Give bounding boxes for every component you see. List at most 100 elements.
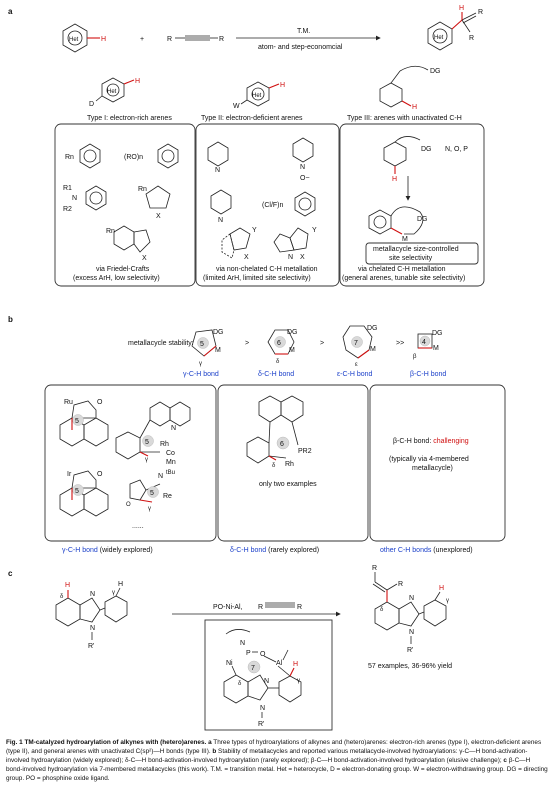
svg-text:6: 6 — [280, 441, 284, 448]
svg-text:N: N — [409, 595, 414, 602]
svg-text:N: N — [409, 629, 414, 636]
svg-text:R1: R1 — [63, 185, 72, 192]
mc-note-box — [365, 242, 479, 265]
svg-text:R: R — [258, 604, 263, 611]
svg-text:Rn: Rn — [65, 154, 74, 161]
svg-text:PR2: PR2 — [298, 448, 312, 455]
svg-text:R: R — [478, 9, 483, 16]
svg-text:N: N — [90, 625, 95, 632]
svg-text:N: N — [240, 640, 245, 647]
ring5-gamma: 5 DG M γ — [191, 329, 224, 367]
yield-result: 57 examples, 36-96% yield — [368, 663, 452, 670]
svg-text:X: X — [142, 255, 147, 262]
svg-text:δ: δ — [60, 594, 64, 600]
svg-text:γ: γ — [145, 457, 148, 463]
svg-text:Het: Het — [107, 89, 117, 95]
svg-text:H: H — [412, 104, 417, 111]
svg-text:7: 7 — [354, 340, 358, 347]
type3-structures: DG N, O, P H DG M — [368, 136, 468, 243]
svg-text:Mn: Mn — [166, 459, 176, 466]
benzimidazole-product: R R H γ δ N N R' — [372, 565, 449, 654]
panel-a-label: a — [8, 7, 13, 16]
svg-text:γ: γ — [446, 598, 449, 604]
svg-text:DG: DG — [421, 146, 432, 153]
svg-text:N: N — [158, 473, 163, 480]
figure-caption: Fig. 1 TM-catalyzed hydroarylation of al… — [6, 739, 548, 782]
type1-structures: Rn (RO)n R1 N R2 Rn X Rn X — [63, 143, 179, 262]
ir-complex: 5 Ir O — [59, 470, 109, 517]
svg-text:H: H — [459, 5, 464, 12]
svg-text:D: D — [89, 101, 94, 108]
svg-text:DG: DG — [213, 329, 224, 336]
svg-text:5: 5 — [150, 490, 154, 497]
svg-text:DG: DG — [432, 330, 443, 337]
svg-text:Y: Y — [312, 227, 317, 234]
svg-text:O−: O− — [300, 175, 310, 182]
panel-b-label: b — [8, 315, 13, 324]
svg-text:O: O — [97, 471, 103, 478]
type3-label: Type III: arenes with unactivated C-H — [347, 115, 462, 122]
type2-box — [195, 123, 340, 287]
svg-text:Re: Re — [163, 493, 172, 500]
svg-text:N: N — [300, 164, 305, 171]
beta-challenge-text: β-C-H bond: challenging — [393, 438, 469, 445]
svg-text:P: P — [246, 650, 251, 657]
svg-text:N: N — [260, 705, 265, 712]
svg-text:H: H — [118, 581, 123, 588]
catalyst-box — [204, 619, 333, 731]
via-friedel-crafts: via Friedel-Crafts — [96, 266, 150, 273]
svg-text:γ: γ — [112, 590, 115, 596]
type1-icon: Het H D — [89, 77, 140, 108]
svg-text:R: R — [398, 581, 403, 588]
svg-text:N: N — [215, 167, 220, 174]
via-chelated: via chelated C-H metallation — [358, 266, 446, 273]
mc-note-line1: metallacycle size-controlled — [373, 246, 459, 253]
svg-text:M: M — [289, 347, 295, 354]
bond-beta-label: β-C-H bond — [410, 371, 446, 378]
ring6-delta: 6 DG M δ — [267, 329, 298, 365]
svg-text:>: > — [320, 340, 324, 347]
rh-co-mn-complex: 5 N Rh Co Mn γ — [115, 401, 191, 466]
svg-text:Co: Co — [166, 450, 175, 457]
svg-text:Rh: Rh — [160, 441, 169, 448]
delta-box — [217, 384, 369, 542]
svg-text:H: H — [439, 585, 444, 592]
bond-gamma-label: γ-C-H bond — [183, 371, 219, 378]
svg-text:H: H — [280, 82, 285, 89]
svg-text:5: 5 — [75, 488, 79, 495]
type2-label: Type II: electron-deficient arenes — [201, 115, 303, 122]
bond-eps-label: ε-C-H bond — [337, 371, 373, 378]
svg-text:γ: γ — [199, 361, 202, 367]
type2-icon: Het H W — [233, 81, 285, 110]
svg-text:O: O — [260, 651, 266, 658]
svg-text:γ: γ — [297, 678, 300, 684]
footnote-other: other C-H bonds (unexplored) — [380, 547, 473, 554]
svg-text:H: H — [135, 78, 140, 85]
svg-text:R: R — [469, 35, 474, 42]
type1-label: Type I: electron-rich arenes — [87, 115, 172, 122]
svg-text:δ: δ — [238, 681, 242, 687]
svg-text:N: N — [90, 591, 95, 598]
svg-text:R': R' — [88, 643, 94, 650]
svg-text:W: W — [233, 103, 240, 110]
svg-text:4: 4 — [422, 339, 426, 346]
condition-text: atom- and step-economcial — [258, 44, 343, 51]
svg-text:Het: Het — [252, 93, 262, 99]
caption-title: Fig. 1 TM-catalyzed hydroarylation of al… — [6, 739, 207, 746]
footnote-delta: δ-C-H bond (rarely explored) — [230, 547, 319, 554]
svg-text:δ: δ — [380, 607, 384, 613]
svg-text:N: N — [171, 425, 176, 432]
via-non-chelated: via non-chelated C-H metallation — [216, 266, 318, 273]
svg-text:Rh: Rh — [285, 461, 294, 468]
svg-text:Ni: Ni — [226, 660, 233, 667]
svg-text:Rn: Rn — [138, 186, 147, 193]
svg-text:Ir: Ir — [67, 471, 72, 478]
svg-text:5: 5 — [145, 439, 149, 446]
svg-text:δ: δ — [276, 359, 280, 365]
reagent-tm: T.M. — [297, 28, 310, 35]
svg-text:5: 5 — [200, 341, 204, 348]
svg-text:H: H — [392, 176, 397, 183]
svg-text:N, O, P: N, O, P — [445, 146, 468, 153]
svg-text:N: N — [288, 254, 293, 261]
